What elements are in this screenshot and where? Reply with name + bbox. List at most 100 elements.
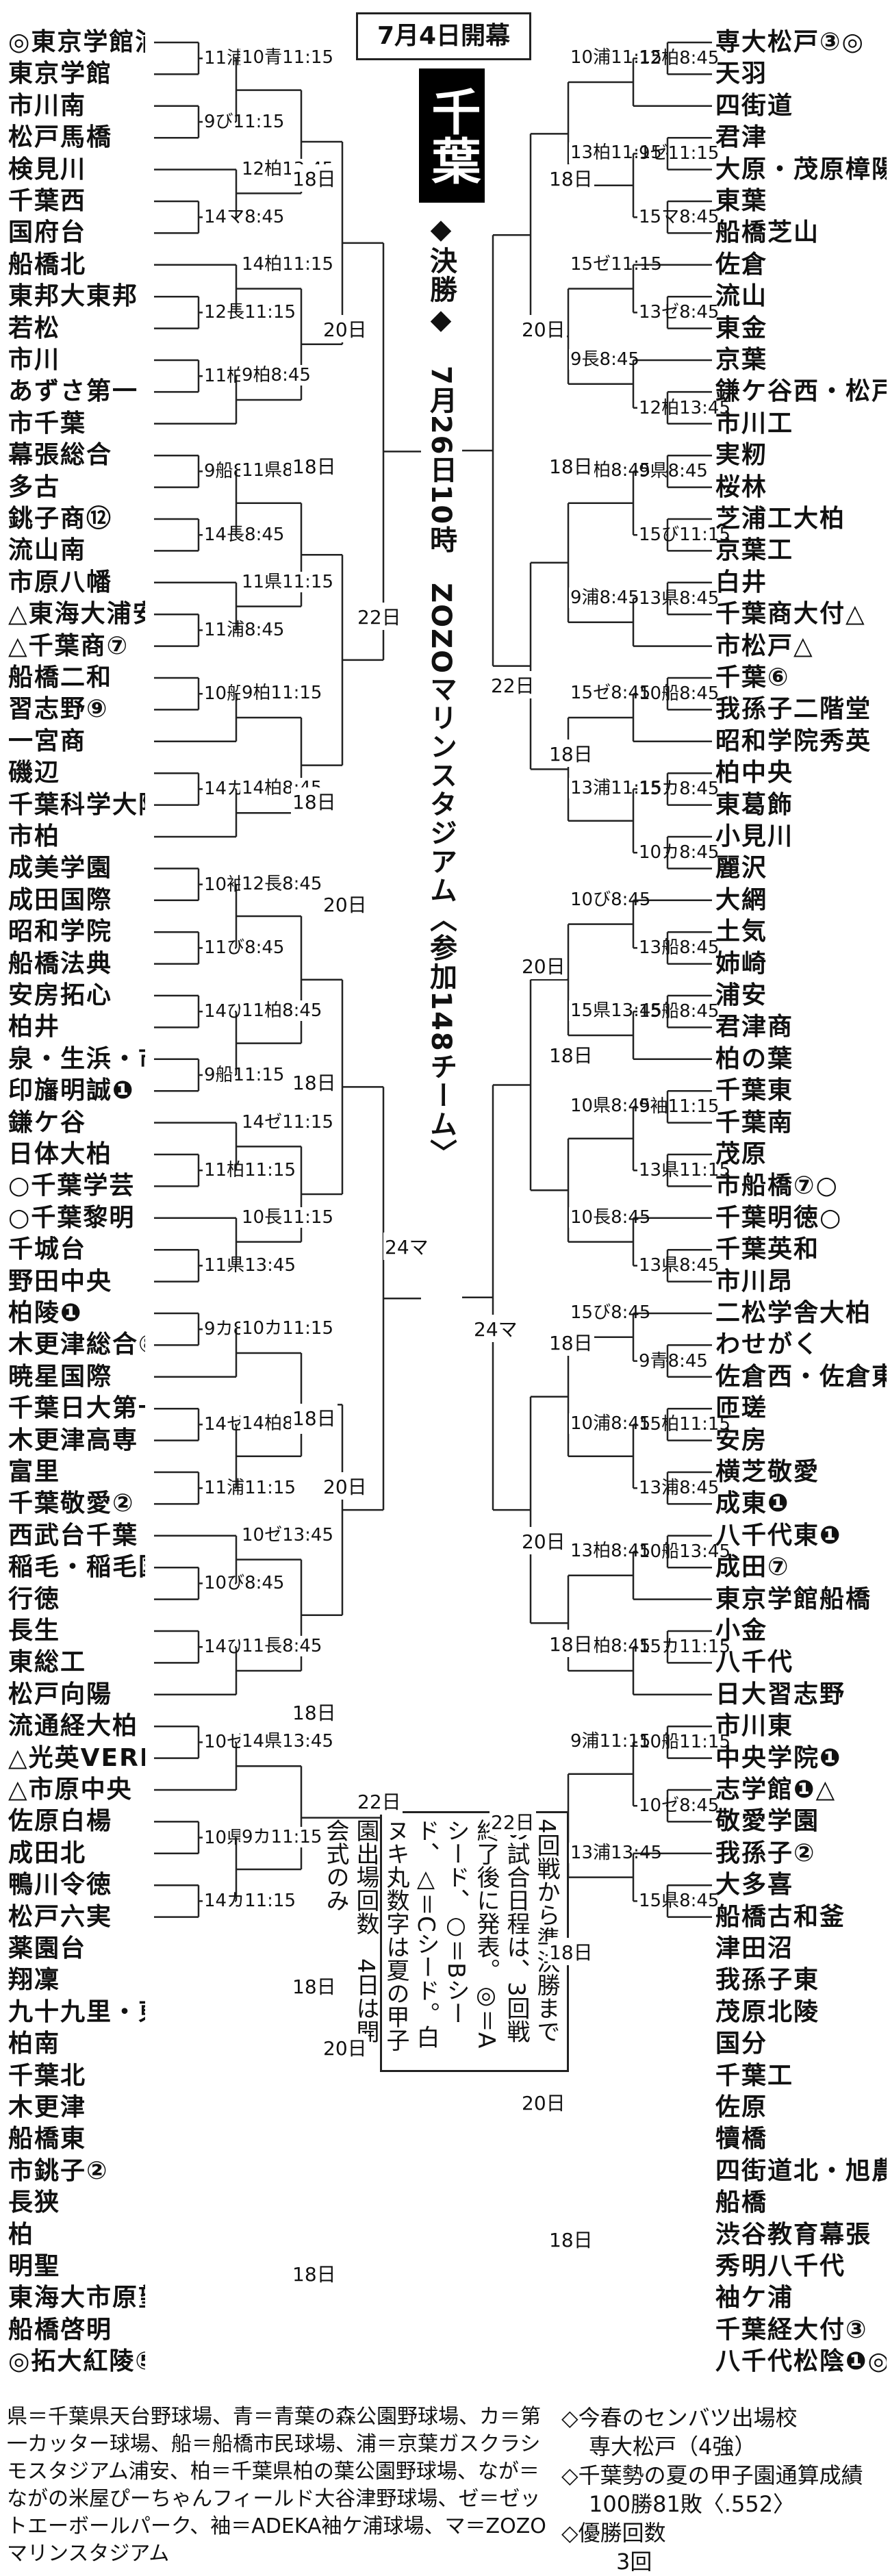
- team-name: 天羽: [715, 60, 768, 88]
- round-date: 22日: [356, 1787, 403, 1815]
- match-label: 11浦11:15: [203, 1478, 296, 1499]
- match-label: 9カ11:15: [240, 1826, 322, 1847]
- team-name: 八千代: [715, 1648, 794, 1677]
- team-name: △東海大浦安②: [8, 600, 145, 629]
- team-name: △千葉商⑦: [8, 631, 129, 660]
- match-label: 10ゼ13:45: [240, 1524, 334, 1545]
- match-label: 9カ8:45: [203, 1319, 273, 1340]
- team-name: 千葉北: [8, 2061, 87, 2090]
- round-date: 18日: [291, 164, 338, 192]
- round-date: 20日: [520, 315, 567, 342]
- team-name: 船橋芝山: [715, 218, 820, 247]
- match-label: 10県8:45: [569, 1096, 651, 1117]
- match-label: 14ゼ11:15: [240, 1111, 334, 1133]
- team-name: 市川工: [715, 409, 794, 438]
- team-name: ◎東京学館浦安: [8, 28, 145, 56]
- round-date: 24マ: [383, 1233, 430, 1260]
- koshien-label: ◇千葉勢の夏の甲子園通算成績: [561, 2462, 863, 2488]
- round-date: 22日: [356, 603, 403, 630]
- match-label: 14県13:45: [240, 1731, 334, 1752]
- team-name: 長生: [8, 1617, 61, 1645]
- team-name: 市川東: [715, 1712, 794, 1741]
- team-name: ○千葉学芸: [8, 1172, 136, 1200]
- match-label: 14ゼ8:45: [203, 1414, 284, 1435]
- round-date: 22日: [490, 1808, 536, 1835]
- match-label: 14カ11:15: [203, 1891, 296, 1912]
- team-name: 千葉東: [715, 1076, 794, 1105]
- round-date: 20日: [520, 1527, 567, 1554]
- match-label: 9県8:45: [637, 461, 708, 482]
- round-date: 18日: [291, 787, 338, 815]
- team-name: 流山: [715, 282, 768, 311]
- team-name: 松戸馬橋: [8, 123, 113, 152]
- round-date: 18日: [548, 1630, 594, 1657]
- team-name: 柏中央: [715, 759, 794, 787]
- team-name: あずさ第一: [8, 377, 139, 406]
- match-label: 13県8:45: [637, 588, 720, 609]
- team-name: 浦安: [715, 981, 768, 1009]
- round-date: 20日: [322, 890, 368, 918]
- team-name: 佐倉西・佐倉東: [715, 1362, 887, 1391]
- team-name: 柏井: [8, 1013, 61, 1041]
- team-name: 船橋二和: [8, 664, 113, 692]
- match-label: 14柏11:15: [240, 253, 334, 275]
- team-name: 日体大柏: [8, 1140, 113, 1168]
- match-label: 15び11:15: [637, 525, 731, 546]
- match-label: 13浦13:45: [569, 1842, 663, 1863]
- match-label: 9船11:15: [203, 1065, 285, 1085]
- team-name: 東邦大東邦: [8, 282, 139, 311]
- team-name: 市松戸△: [715, 631, 814, 660]
- team-name: 船橋法典: [8, 949, 113, 978]
- senbatsu-value: 専大松戸（4強）: [589, 2434, 756, 2460]
- team-name: 千葉工: [715, 2061, 794, 2090]
- match-label: 10船8:45: [203, 683, 284, 705]
- match-label: 10び8:45: [203, 1573, 285, 1594]
- team-name: 船橋北: [8, 250, 87, 279]
- match-label: 13県8:45: [637, 1255, 720, 1276]
- round-date: 18日: [291, 1698, 338, 1726]
- team-name: 千葉明徳○: [715, 1203, 843, 1232]
- team-name: 柏の葉: [715, 1044, 794, 1073]
- team-name: 市千葉: [8, 409, 87, 438]
- team-name: 長狭: [8, 2188, 61, 2217]
- team-name: 大原・茂原樟陽: [715, 155, 887, 184]
- team-name: 千葉商大付△: [715, 600, 866, 629]
- team-name: 暁星国際: [8, 1362, 113, 1391]
- match-label: 10袖11:15: [203, 874, 296, 895]
- match-label: 9柏8:45: [240, 365, 311, 386]
- match-label: 11長8:45: [240, 1636, 322, 1657]
- team-name: 印旛明誠❶: [8, 1076, 135, 1105]
- team-name: 安房拓心: [8, 981, 113, 1009]
- team-name: 千葉経大付③: [715, 2315, 868, 2344]
- team-name: 我孫子②: [715, 1839, 816, 1867]
- team-name: 磯辺: [8, 759, 61, 787]
- match-label: 13県11:15: [637, 1160, 731, 1181]
- round-date: 18日: [548, 1041, 594, 1068]
- team-name: 成美学園: [8, 854, 113, 883]
- team-name: 敬愛学園: [715, 1807, 820, 1836]
- match-label: 9柏11:15: [240, 683, 322, 704]
- team-name: 東葉: [715, 187, 768, 215]
- team-name: 薬園台: [8, 1934, 87, 1962]
- team-name: 流通経大柏: [8, 1712, 139, 1741]
- team-name: 検見川: [8, 155, 87, 184]
- match-label: 13浦11:15: [569, 778, 663, 799]
- round-date: 18日: [291, 2260, 338, 2287]
- match-label: 15船8:45: [637, 1001, 720, 1022]
- match-label: 12柏13:45: [637, 397, 731, 418]
- team-name: 市原八幡: [8, 568, 113, 596]
- team-name: 京葉: [715, 346, 768, 374]
- team-name: 国府台: [8, 218, 87, 247]
- team-name: 土気: [715, 918, 768, 946]
- match-label: 15ゼ8:45: [569, 683, 651, 704]
- team-name: 東総工: [8, 1648, 87, 1677]
- prefecture-title: 千葉: [419, 68, 485, 203]
- team-name: 大多喜: [715, 1871, 794, 1899]
- team-name: 佐原: [715, 2093, 768, 2121]
- team-name: 東葛飾: [715, 790, 794, 819]
- team-name: 木更津: [8, 2093, 87, 2121]
- team-name: 稲毛・稲毛国際中教校: [8, 1553, 145, 1582]
- team-name: 銚子商⑫: [8, 505, 113, 533]
- round-date: 24マ: [472, 1315, 519, 1342]
- match-label: 14マ8:45: [203, 207, 285, 228]
